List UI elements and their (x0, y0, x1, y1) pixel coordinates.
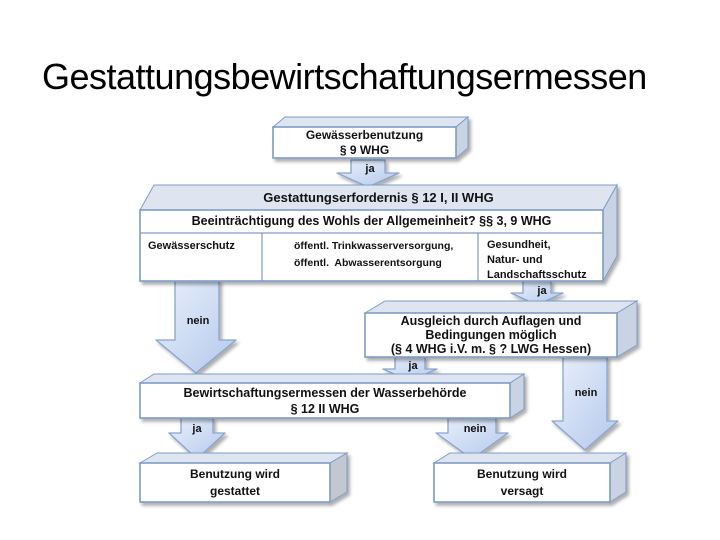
arrow-nein-right-long (551, 356, 619, 451)
node-gestattungserfordernis-question: Beeinträchtigung des Wohls der Allgemein… (191, 214, 552, 228)
arrow-ja-right (510, 280, 564, 306)
node-gewaesserbenutzung-label: Gewässerbenutzung § 9 WHG (305, 127, 424, 157)
node-bewirtschaftungsermessen-label: Bewirtschaftungsermessen der Wasserbehör… (183, 385, 467, 416)
edge-label-ja-top: ja (365, 163, 375, 175)
column-gesundheit: Gesundheit, Natur- und Landschaftsschutz (487, 239, 587, 281)
arrow-nein-left (155, 279, 237, 374)
node-gewaesserbenutzung-shape (271, 115, 470, 160)
node-benutzung-versagt-label: Benutzung wird versagt (477, 466, 567, 498)
node-benutzung-gestattet-label: Benutzung wird gestattet (190, 466, 280, 498)
column-gewaesserschutz: Gewässerschutz (148, 240, 235, 252)
arrow-nein-bottom (435, 417, 509, 460)
node-gestattungserfordernis-shape (139, 183, 618, 283)
column-trinkwasser: öffentl. Trinkwasserversorgung, öffentl.… (294, 240, 454, 269)
edge-label-nein-left: nein (186, 315, 210, 327)
node-gestattungserfordernis-header: Gestattungserfordernis § 12 I, II WHG (263, 189, 494, 205)
slide-title: Gestattungsbewirtschaftungsermessen (42, 56, 647, 97)
node-bewirtschaftungsermessen-shape (138, 373, 526, 419)
arrow-ja-bottom (168, 417, 226, 460)
edge-label-ja-mid: ja (408, 360, 418, 372)
edge-label-ja-bottom: ja (192, 423, 202, 435)
edge-label-nein-bottom: nein (463, 423, 487, 435)
node-ausgleich-label: Ausgleich durch Auflagen und Bedingungen… (390, 314, 592, 356)
node-benutzung-gestattet-shape (138, 452, 349, 503)
edge-label-ja-right: ja (537, 285, 547, 297)
node-ausgleich-shape (363, 300, 639, 358)
arrow-ja-top (336, 159, 400, 188)
edge-label-nein-right: nein (574, 387, 598, 399)
node-benutzung-versagt-shape (432, 452, 628, 503)
